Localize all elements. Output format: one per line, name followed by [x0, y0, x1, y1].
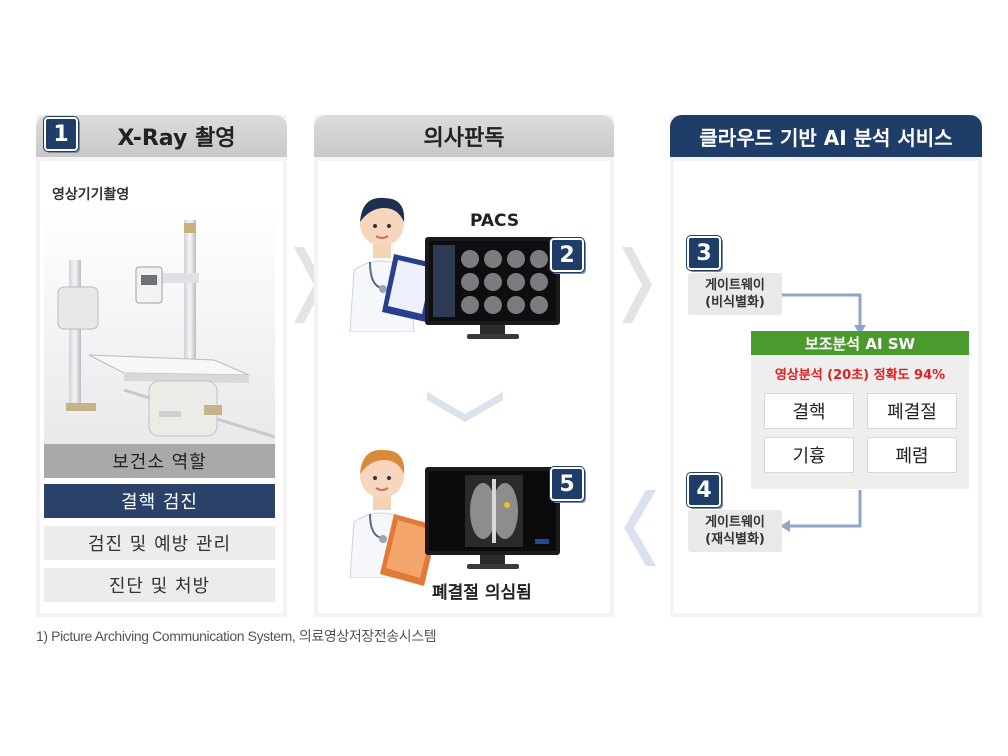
disease-tuberculosis-label: 결핵	[792, 402, 826, 423]
step-5-badge: 5	[549, 466, 585, 502]
step-3-number: 3	[696, 240, 712, 266]
disease-pneumonia-label: 폐렴	[895, 446, 929, 467]
step-2-number: 2	[559, 242, 575, 268]
gateway-reidentify-line1: 게이트웨이	[705, 515, 765, 530]
pacs-label: PACS	[470, 211, 520, 231]
pacs-monitor	[425, 237, 560, 339]
step-1-number: 1	[53, 121, 69, 147]
chest-xray-monitor	[425, 467, 560, 569]
disease-lung-nodule: 폐결절	[867, 393, 957, 429]
flow-chevron-down	[425, 388, 505, 424]
disease-pneumothorax-label: 기흉	[792, 446, 826, 467]
step-2-badge: 2	[549, 237, 585, 273]
ai-sw-title-label: 보조분석 AI SW	[804, 334, 916, 353]
result-caption: 폐결절 의심됨	[432, 583, 532, 603]
disease-lung-nodule-label: 폐결절	[887, 402, 937, 423]
ai-sw-accuracy: 영상분석 (20초) 정확도 94%	[774, 368, 946, 383]
clipboard-orange-icon	[380, 514, 438, 586]
disease-pneumonia: 폐렴	[867, 437, 957, 473]
doctor-panel-header: 의사판독	[314, 115, 614, 157]
step-4-number: 4	[696, 477, 712, 503]
role-header: 보건소 역할	[44, 444, 275, 478]
xray-device-subtitle: 영상기기촬영	[52, 187, 130, 203]
doctor-panel-title: 의사판독	[423, 126, 505, 151]
role-prevention: 검진 및 예방 관리	[44, 526, 275, 560]
gateway-deidentify-line2: (비식별화)	[705, 295, 765, 310]
flow-chevron-left	[620, 488, 660, 568]
ai-sw-title: 보조분석 AI SW	[751, 331, 969, 355]
role-prevention-label: 검진 및 예방 관리	[87, 534, 232, 555]
role-diagnosis-label: 진단 및 처방	[108, 576, 211, 597]
gateway-reidentify-line2: (재식별화)	[705, 532, 765, 547]
gateway-deidentify-line1: 게이트웨이	[705, 278, 765, 293]
doctor-result-illustration	[349, 449, 415, 578]
step-4-badge: 4	[686, 472, 722, 508]
step-3-badge: 3	[686, 235, 722, 271]
xray-machine-illustration	[44, 205, 275, 445]
footnote: 1) Picture Archiving Communication Syste…	[36, 628, 437, 644]
cloud-panel-title: 클라우드 기반 AI 분석 서비스	[699, 125, 953, 150]
role-tb-screening-label: 결핵 검진	[121, 492, 198, 513]
disease-tuberculosis: 결핵	[764, 393, 854, 429]
flow-chevron-right-2	[618, 245, 654, 325]
step-1-badge: 1	[43, 116, 79, 152]
xray-panel-title: X-Ray 촬영	[117, 126, 236, 151]
gateway-deidentify: 게이트웨이 (비식별화)	[688, 273, 782, 315]
role-diagnosis: 진단 및 처방	[44, 568, 275, 602]
gateway-reidentify: 게이트웨이 (재식별화)	[688, 510, 782, 552]
clipboard-blue-icon	[382, 254, 438, 322]
disease-pneumothorax: 기흉	[764, 437, 854, 473]
flow-arrows	[780, 293, 866, 532]
role-header-label: 보건소 역할	[112, 452, 207, 473]
role-tb-screening: 결핵 검진	[44, 484, 275, 518]
cloud-panel-header: 클라우드 기반 AI 분석 서비스	[670, 115, 982, 157]
step-5-number: 5	[559, 471, 575, 497]
